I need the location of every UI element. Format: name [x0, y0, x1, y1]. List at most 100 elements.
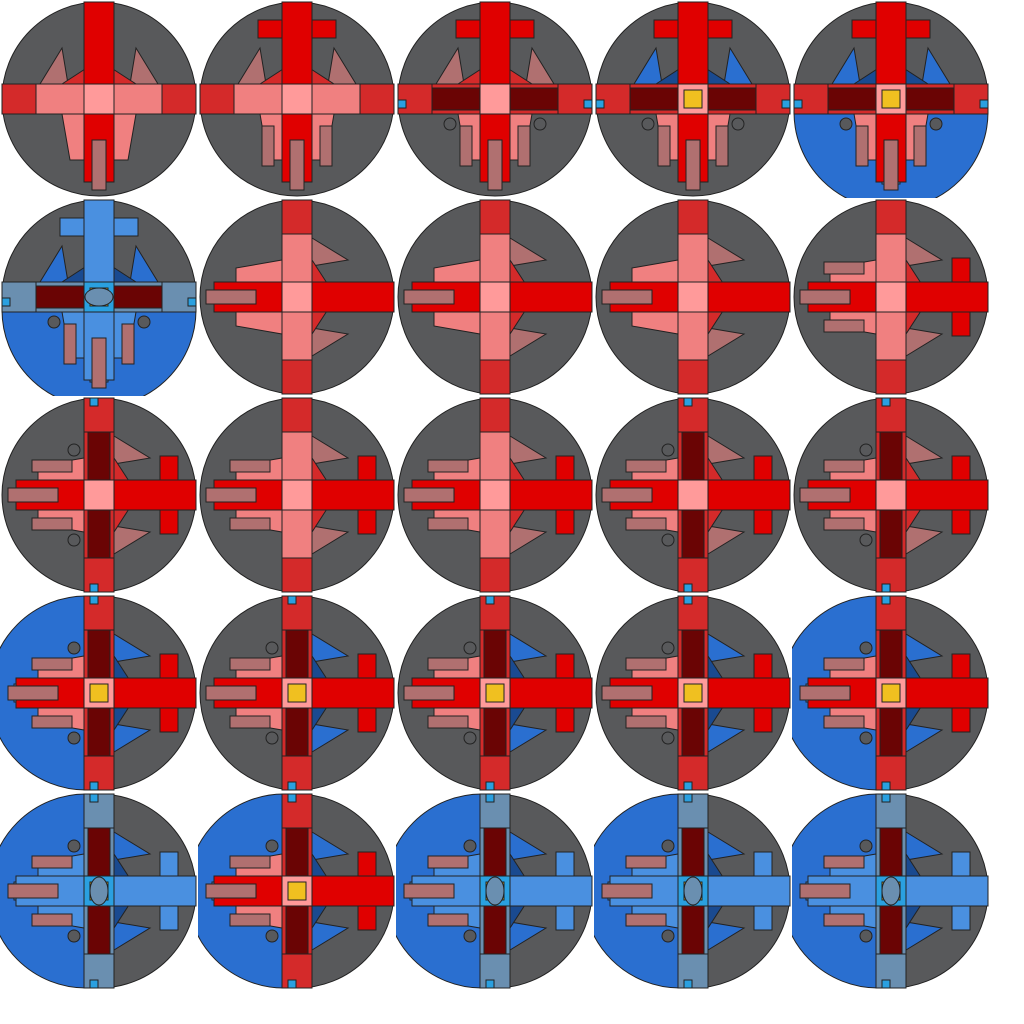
main-cannon — [601, 487, 653, 503]
left-nose-pod — [951, 653, 971, 679]
left-cannon — [229, 459, 271, 473]
right-turret-icon — [265, 929, 279, 943]
left-cannon — [823, 657, 865, 671]
right-nose-pod — [707, 19, 733, 39]
right-turret-icon — [929, 117, 943, 131]
right-nose-pod — [555, 707, 575, 733]
right-armor-plate — [879, 901, 903, 955]
left-wingtip-light — [89, 793, 99, 803]
left-wingtip-light — [287, 793, 297, 803]
ship-sprite-graphic — [397, 1, 593, 197]
left-wingtip-light — [881, 595, 891, 605]
right-armor-plate — [285, 901, 309, 955]
left-armor-plate — [629, 87, 683, 111]
ship-sprite — [198, 792, 396, 990]
ship-sprite — [0, 594, 198, 792]
right-cannon — [913, 125, 927, 167]
right-nose-pod — [951, 905, 971, 931]
ship-sprite — [594, 792, 792, 990]
right-cannon — [625, 913, 667, 927]
reactor-ring — [84, 287, 114, 307]
left-nose-pod — [753, 653, 773, 679]
ship-sprite-graphic — [792, 793, 989, 989]
right-wingtip-light — [287, 979, 297, 989]
left-wingtip-light — [89, 595, 99, 605]
right-turret-icon — [661, 929, 675, 943]
ship-sprite-graphic — [793, 397, 989, 593]
left-nose-pod — [753, 455, 773, 481]
right-nose-pod — [159, 905, 179, 931]
right-wingtip-light — [881, 781, 891, 791]
main-cannon — [205, 289, 257, 305]
right-turret-icon — [859, 929, 873, 943]
left-nose-pod — [455, 19, 481, 39]
right-armor-plate — [681, 703, 705, 757]
left-turret-icon — [463, 641, 477, 655]
right-cannon — [427, 517, 469, 531]
right-cannon — [823, 715, 865, 729]
main-cannon — [601, 289, 653, 305]
ship-sprite-graphic — [397, 199, 593, 395]
left-turret-icon — [661, 839, 675, 853]
main-cannon — [7, 487, 59, 503]
ship-sprite — [198, 0, 396, 198]
ship-sprite-graphic — [1, 397, 197, 593]
left-wingtip-light — [595, 99, 605, 109]
right-wingtip-light — [89, 781, 99, 791]
left-turret-icon — [47, 315, 61, 329]
ship-sprite — [594, 0, 792, 198]
right-cannon — [823, 913, 865, 927]
right-cannon — [823, 517, 865, 531]
main-cannon — [205, 883, 257, 899]
right-cannon — [823, 319, 865, 333]
left-turret-icon — [67, 839, 81, 853]
ship-sprite-graphic — [198, 793, 395, 989]
right-cannon — [229, 517, 271, 531]
main-cannon — [7, 883, 59, 899]
left-nose-pod — [951, 455, 971, 481]
right-nose-pod — [951, 311, 971, 337]
right-turret-icon — [859, 731, 873, 745]
right-turret-icon — [661, 731, 675, 745]
ship-sprite-graphic — [595, 397, 791, 593]
right-nose-pod — [951, 509, 971, 535]
left-armor-plate — [87, 431, 111, 485]
left-cannon — [459, 125, 473, 167]
left-nose-pod — [555, 851, 575, 877]
cockpit-core — [875, 281, 907, 313]
left-nose-pod — [357, 455, 377, 481]
right-armor-plate — [681, 901, 705, 955]
reactor-ring — [89, 876, 109, 906]
left-armor-plate — [827, 87, 881, 111]
left-armor-plate — [681, 431, 705, 485]
ship-sprite-graphic — [595, 595, 791, 791]
left-armor-plate — [483, 629, 507, 683]
reactor-ring — [485, 876, 505, 906]
ship-sprite — [594, 594, 792, 792]
left-turret-icon — [265, 839, 279, 853]
main-cannon — [601, 685, 653, 701]
main-cannon — [289, 139, 305, 191]
ship-sprite-graphic — [595, 1, 791, 197]
left-cannon — [625, 657, 667, 671]
left-armor-plate — [879, 629, 903, 683]
reactor-core — [683, 683, 703, 703]
right-cannon — [229, 715, 271, 729]
ship-sprite — [792, 0, 990, 198]
main-cannon — [883, 139, 899, 191]
right-wingtip-light — [583, 99, 593, 109]
right-turret-icon — [67, 731, 81, 745]
right-nose-pod — [357, 509, 377, 535]
reactor-core — [287, 683, 307, 703]
right-nose-pod — [113, 217, 139, 237]
ship-sprite-graphic — [1, 1, 197, 197]
left-cannon — [63, 323, 77, 365]
ship-sprite-graphic — [199, 1, 395, 197]
left-wingtip-light — [881, 793, 891, 803]
left-wingtip-light — [485, 793, 495, 803]
ship-sprite-graphic — [199, 397, 395, 593]
right-nose-pod — [555, 509, 575, 535]
reactor-core — [881, 89, 901, 109]
right-armor-plate — [483, 901, 507, 955]
ship-sprite-graphic — [594, 793, 791, 989]
